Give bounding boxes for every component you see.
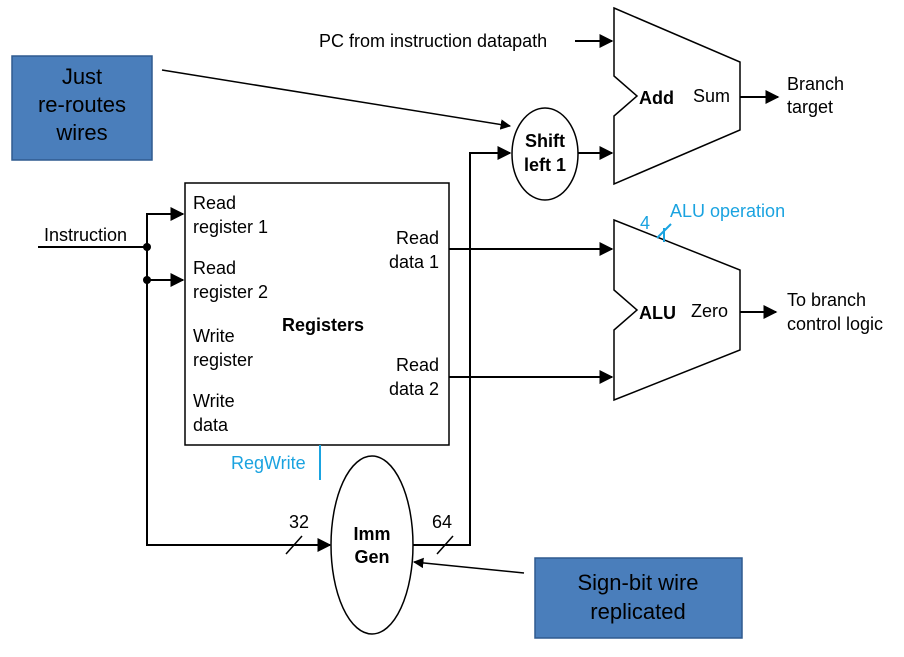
read-data-1-label-2: data 1 (389, 252, 439, 272)
note-wires-line-3: wires (55, 120, 107, 145)
regwrite-label: RegWrite (231, 453, 306, 473)
read-data-2-label-1: Read (396, 355, 439, 375)
shift-left-unit: Shift left 1 (511, 107, 579, 201)
shift-left-label-2: left 1 (524, 155, 566, 175)
read-register-2-label-1: Read (193, 258, 236, 278)
instruction-read-register-1-wire (146, 207, 185, 247)
adder-output-label: Sum (693, 86, 730, 106)
registers-unit: Read register 1 Read register 2 Write re… (184, 182, 450, 446)
imm-gen-unit: Imm Gen (330, 455, 414, 635)
imm-gen-output-width: 64 (432, 512, 452, 532)
read-data-2-label-2: data 2 (389, 379, 439, 399)
imm-gen-label-1: Imm (353, 524, 390, 544)
junction-dot-bottom (143, 276, 151, 284)
instruction-imm-gen-wire (146, 280, 332, 552)
imm-gen-label-2: Gen (354, 547, 389, 567)
alu-name: ALU (639, 303, 676, 323)
note-wires-line-1: Just (62, 64, 102, 89)
note-sign-bit-line-1: Sign-bit wire (577, 570, 698, 595)
write-register-label-2: register (193, 350, 253, 370)
instruction-read-register-2-wire (146, 247, 185, 287)
alu-output-label: Zero (691, 301, 728, 321)
adder-unit: Add Sum (613, 6, 741, 186)
adder-name: Add (639, 88, 674, 108)
alu-operation-label: ALU operation (670, 201, 785, 221)
instruction-input-label: Instruction (44, 225, 127, 245)
read-register-2-label-2: register 2 (193, 282, 268, 302)
branch-control-label-1: To branch (787, 290, 866, 310)
junction-dot-top (143, 243, 151, 251)
branch-control-label-2: control logic (787, 314, 883, 334)
read-register-1-label-1: Read (193, 193, 236, 213)
read-register-1-label-2: register 1 (193, 217, 268, 237)
write-data-label-1: Write (193, 391, 235, 411)
note-sign-bit-line-2: replicated (590, 599, 685, 624)
alu-operation-width: 4 (640, 213, 650, 233)
branch-target-label-2: target (787, 97, 833, 117)
write-data-label-2: data (193, 415, 229, 435)
write-register-label-1: Write (193, 326, 235, 346)
imm-gen-output-width-tick (436, 535, 454, 555)
alu-operation-width-tick (656, 223, 672, 239)
note-wires-pointer (161, 69, 512, 130)
shift-left-label-1: Shift (525, 131, 565, 151)
imm-gen-input-width: 32 (289, 512, 309, 532)
note-wires-box: Just re-routes wires (11, 55, 153, 161)
branch-target-label-1: Branch (787, 74, 844, 94)
imm-gen-input-width-tick (285, 535, 303, 555)
imm-gen-output-wire (413, 146, 512, 546)
note-sign-bit-pointer (412, 557, 525, 574)
note-wires-line-2: re-routes (38, 92, 126, 117)
registers-name: Registers (282, 315, 364, 335)
read-data-1-label-1: Read (396, 228, 439, 248)
alu-unit: ALU Zero (613, 218, 741, 402)
note-sign-bit-box: Sign-bit wire replicated (534, 557, 743, 639)
pc-input-label: PC from instruction datapath (319, 31, 547, 51)
